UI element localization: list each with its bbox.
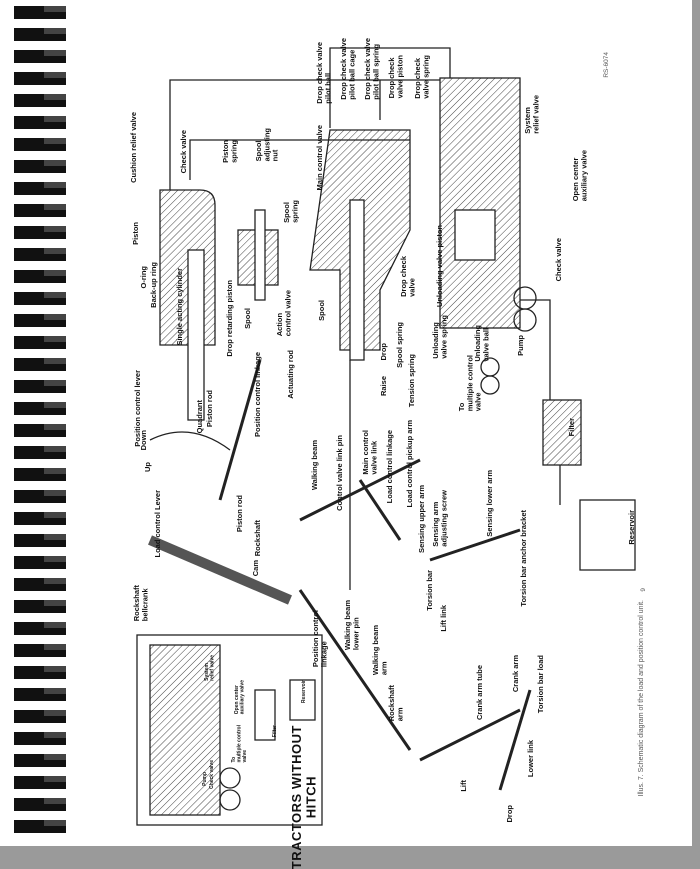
label-sensing-lower-arm: Sensing lower arm — [485, 470, 494, 537]
label-load-control-pickup-arm: Load control pickup arm — [405, 420, 414, 508]
label-lift: Lift — [459, 780, 468, 792]
quadrant — [149, 431, 231, 451]
label-pump: Pump — [516, 335, 525, 356]
label-position-control-linkage: Position control linkage — [253, 352, 262, 438]
inset-label-open-center-aux-valve: Open center auxiliary valve — [234, 680, 246, 715]
label-position-control-linkage-low: Position control linkage — [311, 610, 329, 668]
inset-label-to-multiple-control-valve: To multiple control valve — [231, 725, 248, 763]
label-sensing-arm-adjusting-screw: Sensing arm adjusting screw — [431, 490, 449, 547]
label-reservoir: Reservoir — [627, 510, 636, 545]
figure-caption: Illus. 7. Schematic diagram of the load … — [638, 600, 645, 797]
label-backup-ring: Back-up ring — [149, 262, 158, 308]
label-to-multiple-control-valve: To multiple control valve — [457, 355, 483, 412]
label-piston-spring: Piston spring — [221, 140, 239, 163]
label-dcv-pilot-ball-cage: Drop check valve pilot ball cage — [339, 38, 357, 100]
label-up: Up — [143, 462, 152, 472]
label-raise: Raise — [379, 376, 388, 397]
label-tension-spring: Tension spring — [407, 354, 416, 408]
label-drop-retarding-piston: Drop retarding piston — [225, 280, 234, 357]
label-filter: Filter — [567, 418, 576, 437]
label-piston-rod: Piston rod — [205, 390, 214, 428]
label-spool-mid: Spool — [317, 300, 326, 321]
label-action-control-valve: Action control valve — [275, 290, 293, 337]
label-dcv-pilot-ball-spring: Drop check valve pilot ball spring — [363, 38, 381, 100]
label-main-control-valve: Main control valve — [315, 125, 324, 191]
reservoir-shape — [579, 499, 636, 571]
inset-box — [136, 634, 323, 826]
label-unloading-valve-piston: Unloading valve piston — [435, 225, 444, 308]
label-crank-arm: Crank arm — [511, 655, 520, 693]
label-walking-beam-lower-pin: Walking beam lower pin — [343, 600, 361, 651]
label-sensing-upper-arm: Sensing upper arm — [417, 485, 426, 553]
piston-rod-shape — [187, 249, 205, 421]
inset-label-reservoir: Reservoir — [301, 680, 307, 704]
label-cushion-relief-valve: Cushion relief valve — [129, 112, 138, 183]
inset-label-pump: Pump — [202, 772, 208, 786]
label-open-center-aux-valve: Open center auxiliary valve — [571, 150, 589, 202]
label-dcv-pilot-ball: Drop check valve pilot ball — [315, 42, 333, 104]
label-load-control-lever: Load control Lever — [153, 490, 162, 558]
label-walking-beam-arm: Walking beam arm — [371, 625, 389, 676]
label-spool-adjusting-nut: Spool adjusting nut — [254, 128, 280, 162]
label-torsion-bar: Torsion bar — [425, 570, 434, 611]
label-walking-beam: Walking beam — [310, 440, 319, 491]
label-o-ring: O-ring — [139, 266, 148, 289]
label-single-acting-cylinder: Single acting cylinder — [175, 268, 184, 346]
label-lower-link: Lower link — [526, 740, 535, 778]
label-rockshaft-bellcrank: Rockshaft bellcrank — [132, 585, 150, 622]
document-code: RS-6074 — [603, 52, 610, 78]
label-dcv-spring: Drop check valve spring — [413, 55, 431, 99]
label-rockshaft: Rockshaft — [253, 520, 262, 557]
inset-title: TRACTORS WITHOUT HITCH — [289, 725, 319, 869]
label-check-valve: Check valve — [179, 130, 188, 174]
label-unloading-valve-spring: Unloading valve spring — [431, 315, 449, 359]
filter-shape — [542, 399, 582, 466]
page-number: 9 — [640, 588, 647, 592]
label-drop: Drop — [379, 343, 388, 361]
label-rockshaft-arm: Rockshaft arm — [387, 685, 405, 722]
inset-label-check-valve: Check valve — [209, 760, 215, 789]
label-drop-check-valve: Drop check valve — [399, 256, 417, 297]
label-dcv-piston: Drop check valve piston — [387, 55, 405, 99]
label-torsion-bar-load: Torsion bar load — [536, 655, 545, 714]
label-spool-spring-mid: Spool spring — [395, 322, 404, 368]
label-system-relief-valve: System relief valve — [523, 95, 541, 134]
spiral-binding — [14, 6, 66, 842]
label-piston-rod-low: Piston rod — [235, 495, 244, 533]
label-drop-low: Drop — [505, 805, 514, 823]
label-torsion-bar-anchor-bracket: Torsion bar anchor bracket — [519, 510, 528, 607]
label-spool-spring: Spool spring — [282, 200, 300, 223]
label-control-valve-link-pin: Control valve link pin — [335, 435, 344, 511]
label-check-valve-right: Check valve — [554, 238, 563, 282]
rockshaft — [148, 535, 292, 605]
inset-label-filter: Filter — [272, 725, 278, 738]
label-actuating-rod: Actuating rod — [286, 350, 295, 399]
label-cam: Cam — [251, 560, 260, 577]
label-quadrant: Quadrant — [195, 400, 204, 434]
schematic-diagram — [136, 47, 636, 826]
inset-label-system-relief-valve: System relief valve — [204, 655, 216, 681]
label-down: Down — [139, 430, 148, 451]
label-main-control-valve-link: Main control valve link — [361, 430, 379, 475]
label-spool: Spool — [243, 308, 252, 329]
label-crank-arm-tube: Crank arm tube — [475, 665, 484, 721]
label-piston: Piston — [131, 222, 140, 245]
label-lift-link: Lift link — [439, 605, 448, 632]
pump-block — [439, 77, 521, 329]
label-load-control-linkage: Load control linkage — [385, 430, 394, 504]
